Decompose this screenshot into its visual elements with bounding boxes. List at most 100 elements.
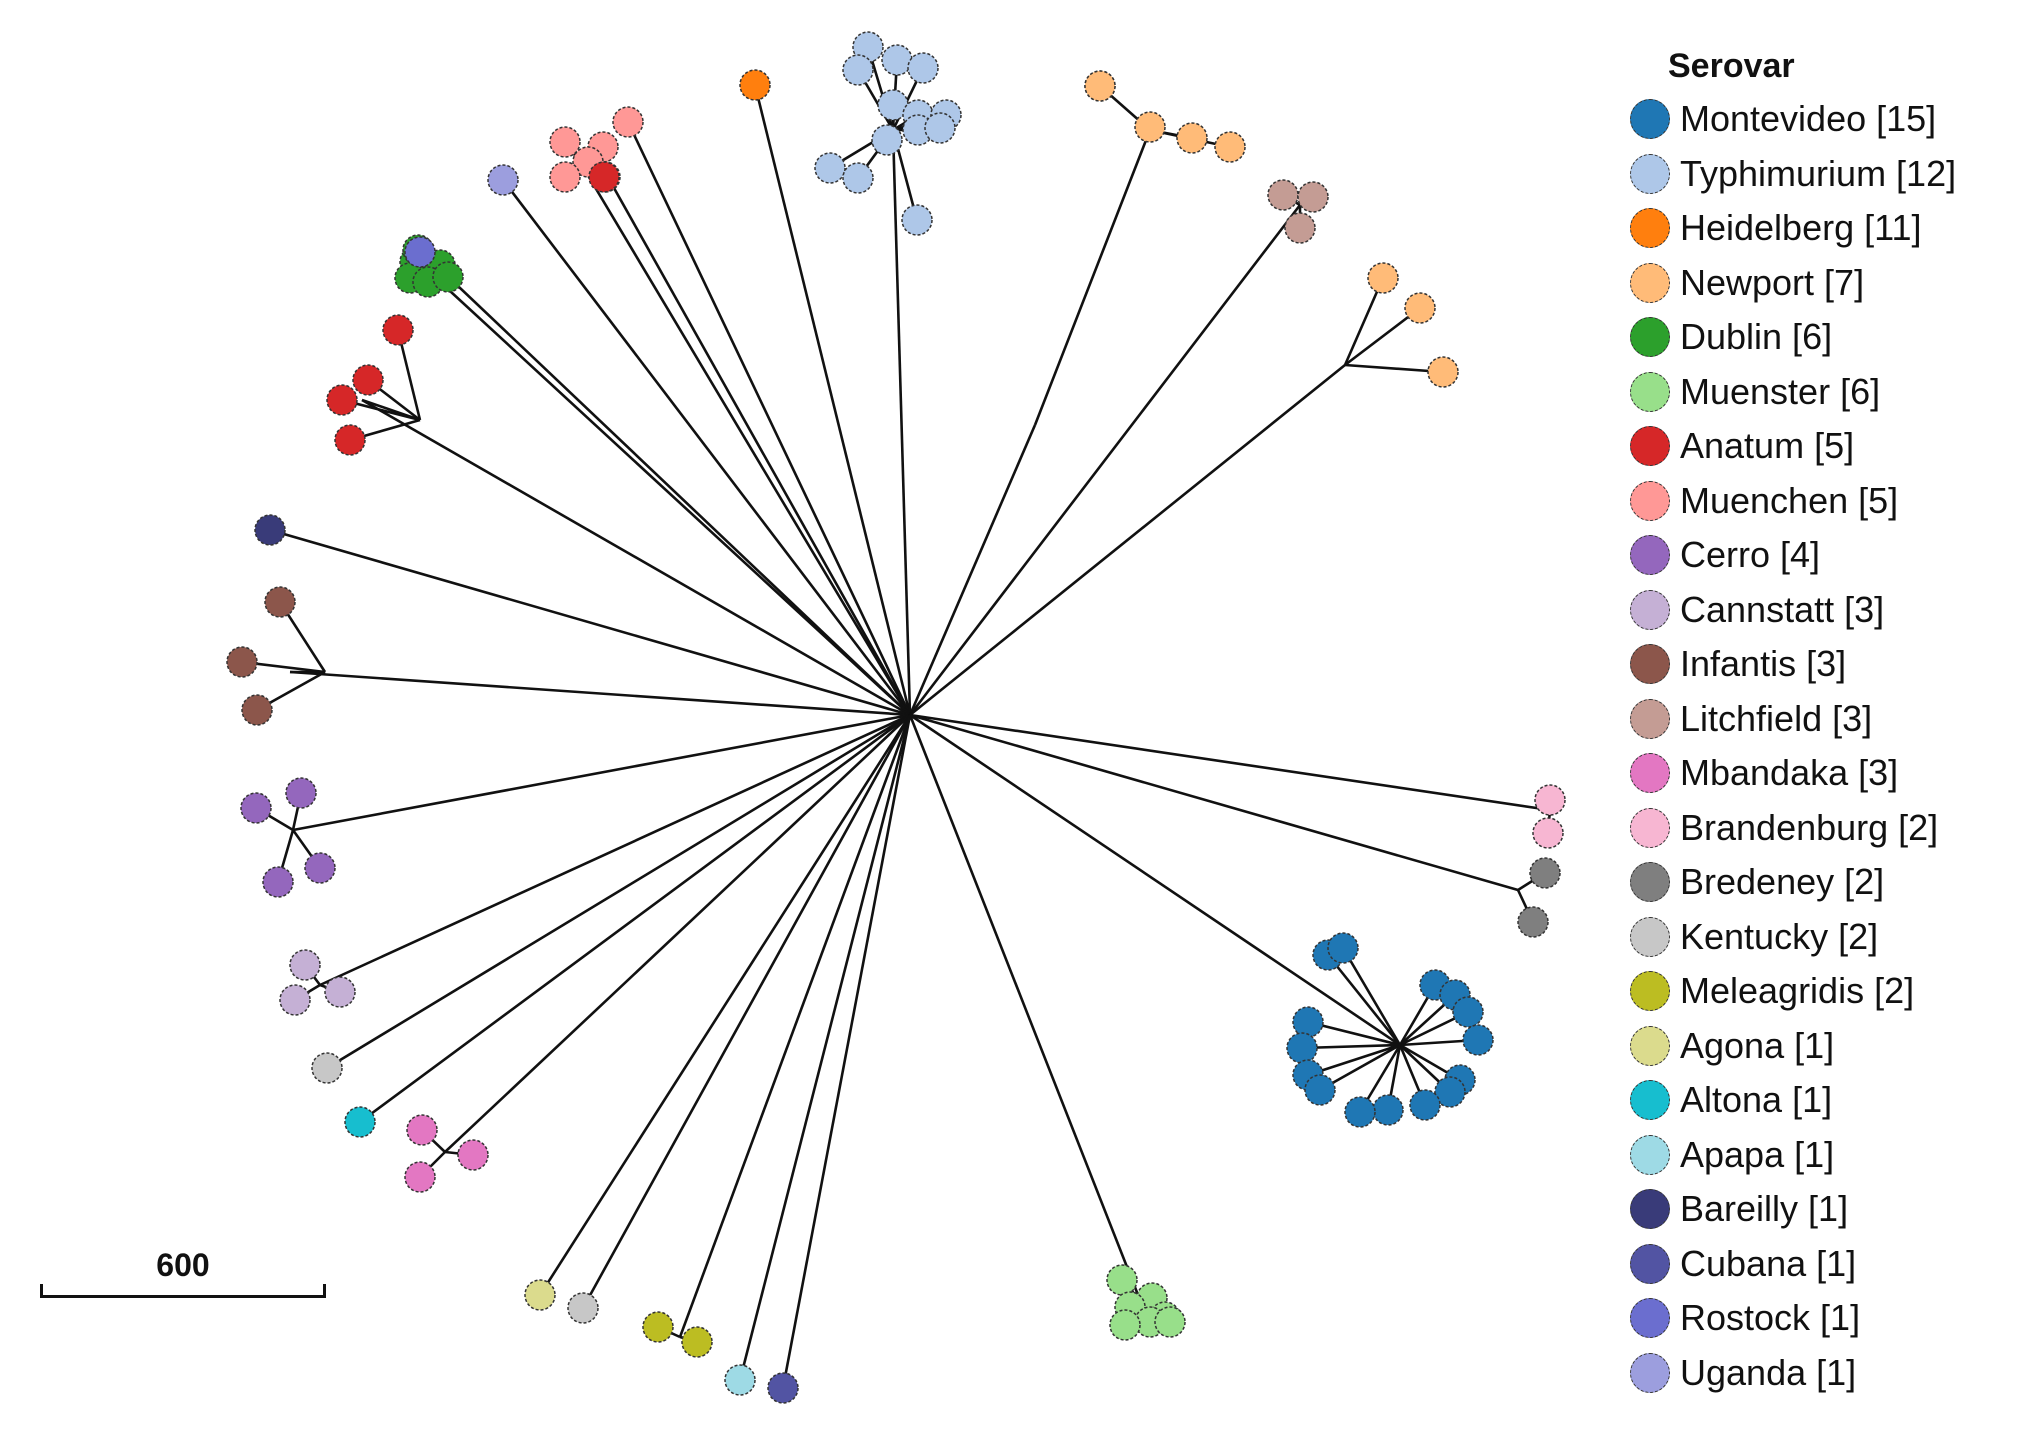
legend-swatch-newport (1630, 262, 1670, 303)
legend-label-bareilly: Bareilly [1] (1680, 1188, 1849, 1230)
tree-node-dublin (432, 261, 464, 293)
legend-item-anatum: Anatum [5] (1630, 419, 2030, 474)
legend-swatch-uganda (1630, 1352, 1670, 1393)
legend-item-litchfield: Litchfield [3] (1630, 692, 2030, 747)
tree-node-infantis (264, 586, 296, 618)
tree-node-meleagridis (681, 1326, 713, 1358)
tree-node-newport (1084, 70, 1116, 102)
scale-bar-label: 600 (156, 1247, 210, 1283)
tree-node-cerro (304, 852, 336, 884)
legend-label-muenchen: Muenchen [5] (1680, 479, 1899, 521)
legend-item-altona: Altona [1] (1630, 1073, 2030, 1128)
tree-node-altona (344, 1106, 376, 1138)
tree-branch (781, 714, 912, 1389)
tree-node-montevideo (1286, 1032, 1318, 1064)
legend-swatch-muenchen (1630, 480, 1670, 521)
legend-label-litchfield: Litchfield [3] (1680, 697, 1873, 739)
tree-node-mbandaka (404, 1161, 436, 1193)
tree-node-newport (1176, 122, 1208, 154)
tree-branch (289, 670, 911, 717)
legend-item-kentucky: Kentucky [2] (1630, 910, 2030, 965)
tree-branch (909, 713, 1519, 892)
tree-node-montevideo (1292, 1006, 1324, 1038)
tree-node-uganda (487, 164, 519, 196)
legend-item-bareilly: Bareilly [1] (1630, 1182, 2030, 1237)
tree-node-meleagridis (642, 1311, 674, 1343)
tree-branch (581, 714, 912, 1309)
legend-label-apapa: Apapa [1] (1680, 1133, 1835, 1175)
legend-item-uganda: Uganda [1] (1630, 1346, 2030, 1401)
tree-node-montevideo (1462, 1024, 1494, 1056)
tree-node-anatum (352, 364, 384, 396)
tree-node-cerro (240, 792, 272, 824)
tree-node-infantis (226, 646, 258, 678)
tree-node-mbandaka (457, 1139, 489, 1171)
tree-node-typhimurium (881, 44, 913, 76)
tree-branch (908, 424, 1037, 716)
legend-item-infantis: Infantis [3] (1630, 637, 2030, 692)
tree-node-kentucky (311, 1052, 343, 1084)
tree-node-newport (1404, 292, 1436, 324)
tree-node-muenchen (549, 126, 581, 158)
tree-node-typhimurium (901, 204, 933, 236)
tree-node-bredeney (1529, 857, 1561, 889)
tree-node-kentucky (567, 1292, 599, 1324)
tree-branch (292, 713, 911, 832)
tree-branch (753, 84, 912, 716)
legend-swatch-meleagridis (1630, 971, 1670, 1012)
legend-item-agona: Agona [1] (1630, 1019, 2030, 1074)
tree-node-cannstatt (324, 976, 356, 1008)
tree-branch (626, 121, 912, 716)
legend-swatch-rostock (1630, 1298, 1670, 1339)
legend-item-muenster: Muenster [6] (1630, 365, 2030, 420)
legend-swatch-montevideo (1630, 99, 1670, 140)
legend-label-uganda: Uganda [1] (1680, 1351, 1857, 1393)
legend-label-anatum: Anatum [5] (1680, 425, 1855, 467)
legend-swatch-cerro (1630, 535, 1670, 576)
legend-swatch-cubana (1630, 1243, 1670, 1284)
tree-node-montevideo (1434, 1076, 1466, 1108)
tree-branch (1307, 1020, 1401, 1047)
tree-branch (678, 714, 912, 1338)
legend-item-montevideo: Montevideo [15] (1630, 92, 2030, 147)
tree-branch (1341, 947, 1402, 1046)
legend-swatch-heidelberg (1630, 208, 1670, 249)
tree-node-anatum (334, 424, 366, 456)
tree-branch (908, 714, 1142, 1301)
tree-branch (908, 204, 1302, 716)
scale-bar: 600 (40, 1245, 326, 1298)
legend-label-typhimurium: Typhimurium [12] (1680, 152, 1957, 194)
tree-branch (1307, 1043, 1401, 1077)
tree-node-cannstatt (279, 984, 311, 1016)
legend-swatch-mbandaka (1630, 753, 1670, 794)
tree-node-montevideo (1304, 1074, 1336, 1106)
tree-branch (603, 171, 912, 716)
tree-branch (444, 714, 911, 1153)
tree-node-apapa (724, 1364, 756, 1396)
legend-swatch-litchfield (1630, 698, 1670, 739)
tree-node-bareilly (254, 514, 286, 546)
tree-node-newport (1134, 111, 1166, 143)
legend-swatch-kentucky (1630, 916, 1670, 957)
legend-label-rostock: Rostock [1] (1680, 1297, 1861, 1339)
legend-item-rostock: Rostock [1] (1630, 1291, 2030, 1346)
phylogenetic-tree (226, 31, 1566, 1404)
legend-label-muenster: Muenster [6] (1680, 370, 1881, 412)
tree-branch (1344, 363, 1444, 374)
legend-swatch-bareilly (1630, 1189, 1670, 1230)
tree-node-cannstatt (289, 949, 321, 981)
legend-label-cannstatt: Cannstatt [3] (1680, 588, 1885, 630)
tree-branch (909, 713, 1551, 812)
tree-branch (1033, 129, 1152, 426)
legend-label-dublin: Dublin [6] (1680, 316, 1833, 358)
tree-branch (1326, 954, 1402, 1046)
legend-swatch-altona (1630, 1080, 1670, 1121)
legend-item-dublin: Dublin [6] (1630, 310, 2030, 365)
legend-item-meleagridis: Meleagridis [2] (1630, 964, 2030, 1019)
legend-label-kentucky: Kentucky [2] (1680, 915, 1879, 957)
tree-node-agona (524, 1279, 556, 1311)
tree-node-rostock (404, 236, 436, 268)
tree-branch (319, 713, 911, 987)
legend-item-apapa: Apapa [1] (1630, 1128, 2030, 1183)
legend-item-typhimurium: Typhimurium [12] (1630, 147, 2030, 202)
